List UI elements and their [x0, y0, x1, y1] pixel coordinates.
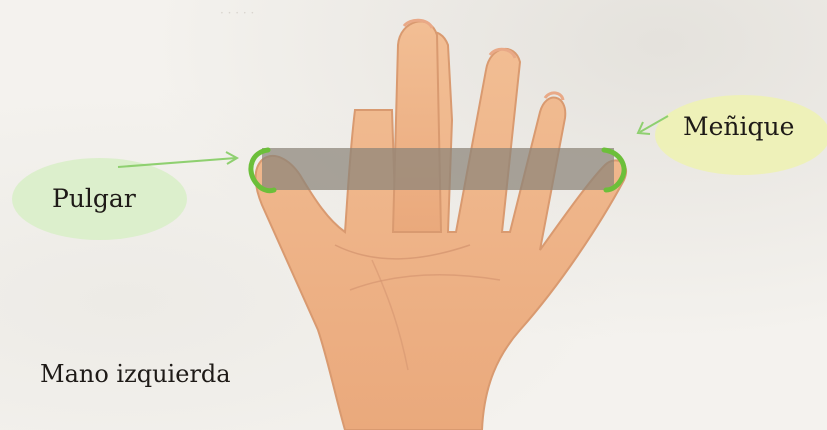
- thumb-label: Pulgar: [52, 184, 136, 213]
- left-hand: [256, 20, 627, 430]
- pinky-label: Meñique: [683, 112, 794, 141]
- span-bar: [262, 148, 614, 190]
- hand-title: Mano izquierda: [40, 360, 231, 388]
- arrow-up-left-icon: [638, 116, 668, 134]
- arrow-right-icon: [118, 152, 237, 167]
- index-finger: [393, 21, 441, 232]
- span-measurement: [251, 148, 624, 191]
